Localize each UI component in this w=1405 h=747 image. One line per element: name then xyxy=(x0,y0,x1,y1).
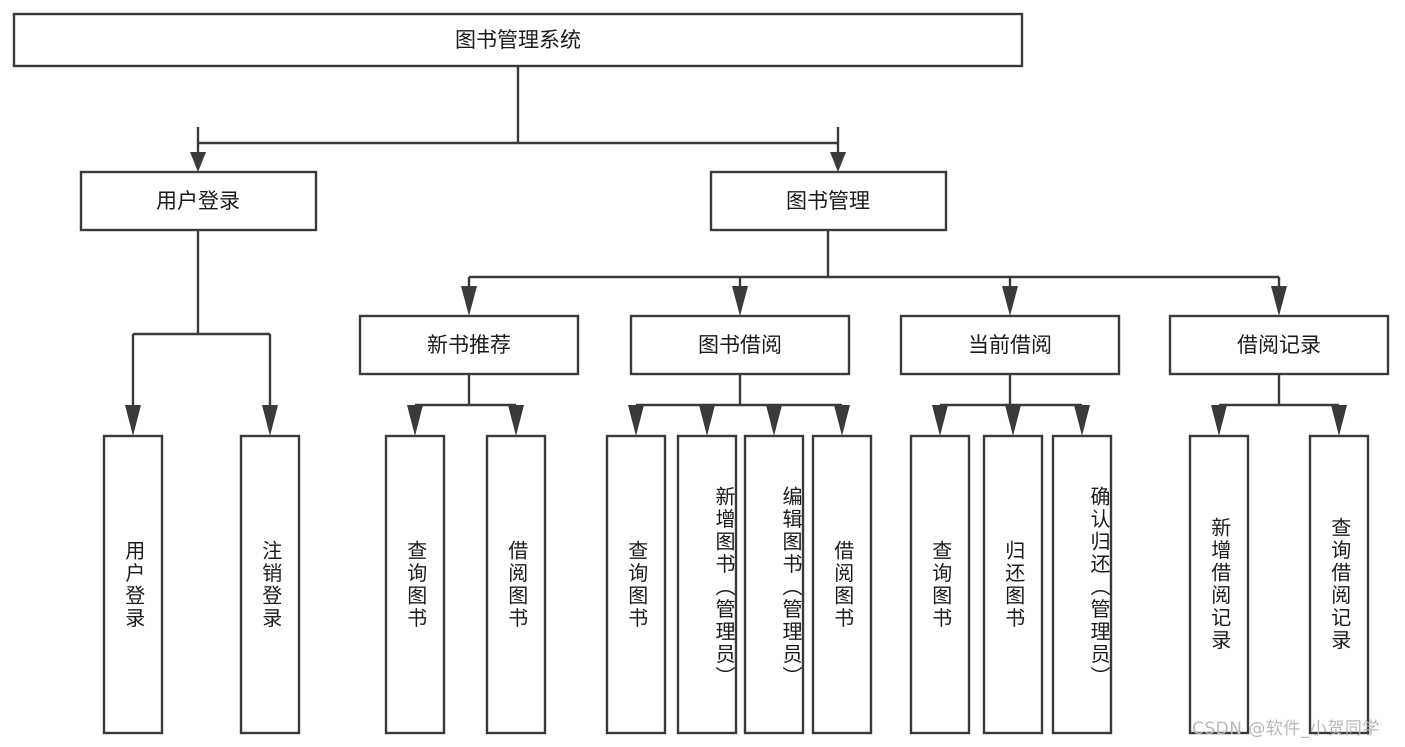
node-borrow-record-box[interactable] xyxy=(1168,314,1390,376)
leaf-return-book-box[interactable] xyxy=(982,434,1044,735)
connector-group-book-manage xyxy=(461,230,1287,316)
leaf-add-book-box[interactable] xyxy=(676,434,738,735)
leaf-query-book-borrow-box[interactable] xyxy=(605,434,667,735)
node-borrow-record-label: 借阅记录 xyxy=(1237,333,1321,357)
csdn-watermark: CSDN @软件_小贺同学 xyxy=(1192,719,1380,739)
arrow-head-leaf-query-record xyxy=(1331,405,1347,436)
connector-group-borrow-record-leaves xyxy=(1211,374,1347,436)
connector-group-user-login-leaves xyxy=(125,230,278,436)
connector-group-current-borrow-leaves xyxy=(932,374,1090,436)
node-user-login[interactable]: 用户登录 xyxy=(79,170,318,232)
node-current-borrow-label: 当前借阅 xyxy=(968,333,1052,357)
connector-group-book-borrow-leaves xyxy=(628,374,850,436)
node-new-book-recommend-box[interactable] xyxy=(358,314,580,376)
leaf-query-book-rec-box[interactable] xyxy=(384,434,446,735)
leaf-query-book-current-box[interactable] xyxy=(909,434,971,735)
arrow-head-book-borrow xyxy=(732,286,748,316)
node-current-borrow-box[interactable] xyxy=(899,314,1121,376)
node-book-manage-label: 图书管理 xyxy=(786,189,870,213)
node-root-label: 图书管理系统 xyxy=(455,28,581,52)
node-root-box[interactable] xyxy=(12,12,1024,68)
connector-group-new-book-leaves xyxy=(407,374,524,436)
leaf-add-record-box[interactable] xyxy=(1188,434,1250,735)
node-book-borrow-label: 图书借阅 xyxy=(698,333,782,357)
arrow-head-leaf-add-book xyxy=(699,405,715,436)
leaf-borrow-book-rec-box[interactable] xyxy=(485,434,547,735)
node-current-borrow[interactable]: 当前借阅 xyxy=(899,314,1121,376)
node-new-book-recommend[interactable]: 新书推荐 xyxy=(358,314,580,376)
arrow-head-leaf-confirm-return xyxy=(1074,405,1090,436)
arrow-head-leaf-query-book-rec xyxy=(407,405,423,436)
arrow-head-user-login xyxy=(190,152,206,172)
arrow-head-leaf-user-login xyxy=(125,405,141,436)
leaf-edit-book-box[interactable] xyxy=(743,434,805,735)
arrow-head-current-borrow xyxy=(1002,286,1018,316)
arrow-head-borrow-record xyxy=(1271,286,1287,316)
leaf-boxes xyxy=(102,434,1370,735)
node-borrow-record[interactable]: 借阅记录 xyxy=(1168,314,1390,376)
arrow-head-leaf-query-book-borrow xyxy=(628,405,644,436)
leaf-confirm-return-box[interactable] xyxy=(1051,434,1113,735)
leaf-user-login-box[interactable] xyxy=(102,434,164,735)
node-new-book-recommend-label: 新书推荐 xyxy=(427,333,511,357)
arrow-head-leaf-query-book-current xyxy=(932,405,948,436)
leaf-user-logout-box[interactable] xyxy=(239,434,301,735)
leaf-query-record-box[interactable] xyxy=(1308,434,1370,735)
node-user-login-label: 用户登录 xyxy=(156,189,240,213)
node-book-manage-box[interactable] xyxy=(709,170,948,232)
arrow-head-leaf-user-logout xyxy=(262,405,278,436)
leaf-borrow-book-box[interactable] xyxy=(811,434,873,735)
node-root[interactable]: 图书管理系统 xyxy=(12,12,1024,68)
node-book-borrow[interactable]: 图书借阅 xyxy=(629,314,851,376)
node-book-manage[interactable]: 图书管理 xyxy=(709,170,948,232)
arrow-head-leaf-add-record xyxy=(1211,405,1227,436)
node-book-borrow-box[interactable] xyxy=(629,314,851,376)
arrow-head-leaf-borrow-book xyxy=(834,405,850,436)
arrow-head-leaf-edit-book xyxy=(766,405,782,436)
arrow-head-leaf-return-book xyxy=(1005,405,1021,436)
connector-group-root xyxy=(190,66,846,172)
arrow-head-leaf-borrow-book-rec xyxy=(508,405,524,436)
node-user-login-box[interactable] xyxy=(79,170,318,232)
arrow-head-new-book-recommend xyxy=(461,286,477,316)
arrow-head-book-manage xyxy=(830,152,846,172)
